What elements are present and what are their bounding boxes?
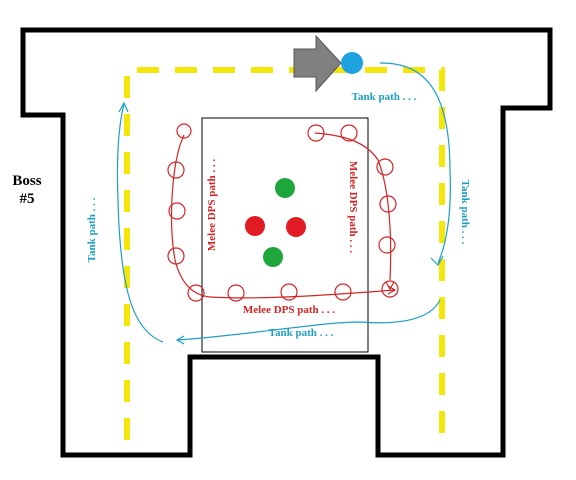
center-area-box [201, 117, 369, 353]
melee-position-icon [176, 123, 192, 139]
melee-position-icon [167, 247, 185, 265]
boss-label-line1: Boss [12, 173, 41, 189]
boss-arrow-icon [293, 34, 342, 93]
melee-path-lines [170, 132, 396, 299]
melee-position-icon [378, 236, 396, 254]
melee-position-icon [379, 195, 397, 213]
room-wall [20, 27, 553, 458]
melee-path-label-bottom: Melee DPS path . . . [243, 304, 336, 316]
boss-label-line2: #5 [20, 191, 35, 207]
tank-path-label-bottom: Tank path . . . [269, 327, 334, 339]
melee-position-icon [187, 284, 205, 302]
tank-path-lines [116, 62, 451, 343]
melee-position-icon [340, 124, 358, 142]
dps-marker-icon [245, 216, 265, 236]
melee-path-arrowheads [385, 281, 397, 295]
melee-position-icon [381, 280, 399, 298]
tank-path-label-right: Tank path . . . [459, 180, 471, 245]
melee-path-label-right: Melee DPS path . . . [347, 161, 359, 254]
melee-position-icon [167, 161, 185, 179]
melee-path-label-left: Melee DPS path . . . [206, 159, 218, 252]
melee-position-icon [227, 284, 245, 302]
tank-marker-icon [341, 52, 363, 74]
dps-marker-icon [263, 247, 283, 267]
dps-markers [245, 178, 306, 267]
melee-position-icon [168, 202, 186, 220]
melee-position-icon [334, 283, 352, 301]
melee-position-rings [167, 123, 399, 302]
tank-path-label-left: Tank path . . . [86, 197, 98, 262]
melee-position-icon [376, 158, 394, 176]
tank-path-label-top: Tank path . . . [352, 91, 417, 103]
tank-path-arrowheads [118, 101, 444, 345]
dps-marker-icon [286, 217, 306, 237]
dps-marker-icon [275, 178, 295, 198]
melee-position-icon [280, 283, 298, 301]
melee-position-icon [307, 124, 325, 142]
